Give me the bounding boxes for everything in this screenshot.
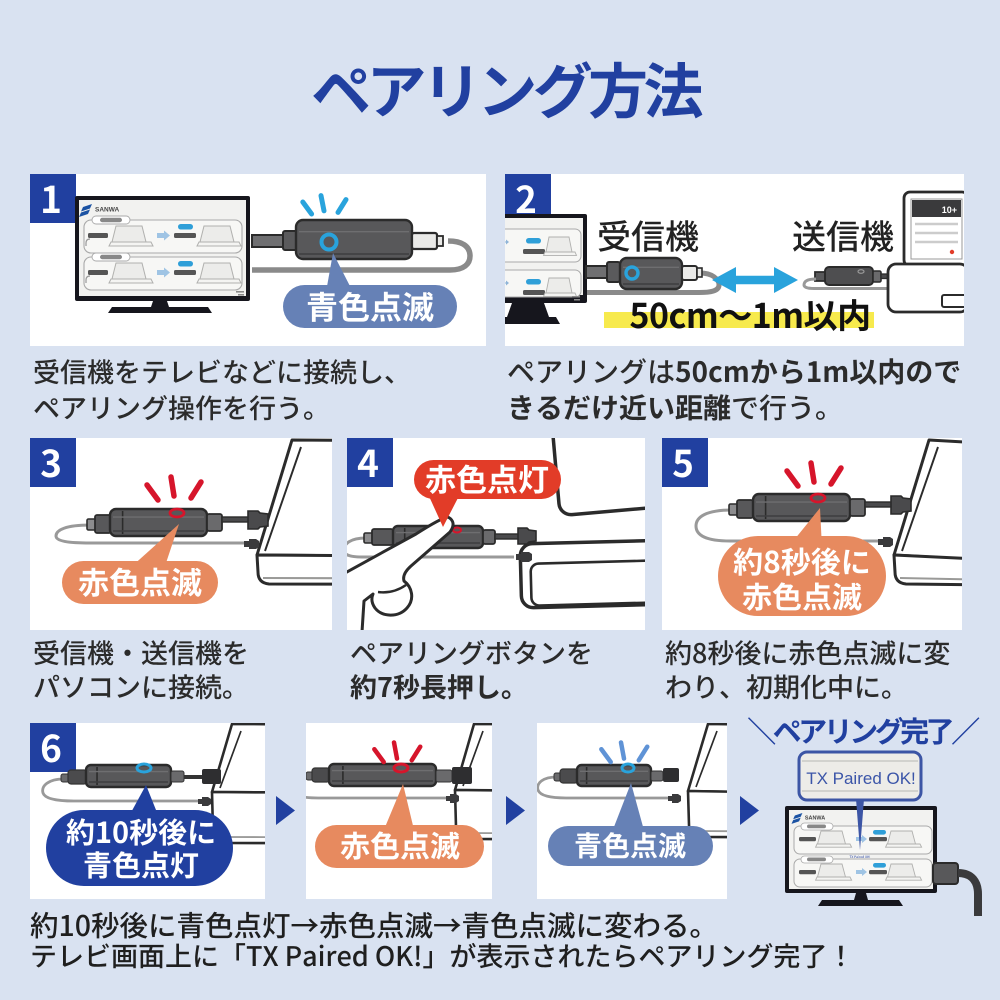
svg-text:SANWA: SANWA (95, 207, 120, 214)
svg-text:TX Paired OK!: TX Paired OK! (806, 769, 916, 788)
svg-text:SANWA: SANWA (805, 815, 825, 821)
svg-text:10+: 10+ (942, 205, 957, 215)
